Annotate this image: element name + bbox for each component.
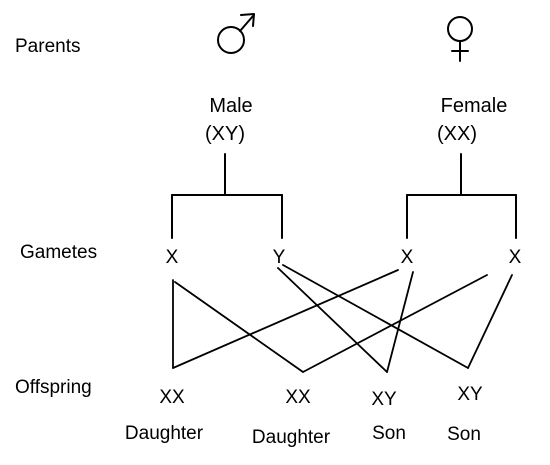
gamete-male-x: X (166, 247, 179, 268)
female-label: Female (441, 95, 508, 117)
cross-line (282, 264, 469, 369)
offspring-genotype-3: XY (371, 389, 397, 410)
offspring-sex-4: Son (447, 424, 481, 445)
offspring-genotype-2: XX (285, 387, 311, 408)
row-label-offspring: Offspring (15, 377, 92, 398)
offspring-sex-2: Daughter (252, 427, 331, 448)
female-genotype: (XX) (437, 123, 477, 145)
cross-line (172, 269, 399, 369)
offspring-sex-1: Daughter (125, 423, 204, 444)
cross-line (467, 274, 513, 369)
cross-line (277, 267, 388, 373)
cross-line (174, 281, 304, 373)
offspring-sex-3: Son (372, 423, 406, 444)
row-label-gametes: Gametes (20, 242, 97, 263)
male-symbol-icon (217, 13, 255, 54)
cross-line (302, 274, 488, 373)
male-bracket (171, 153, 283, 239)
male-genotype: (XY) (205, 123, 245, 145)
gamete-male-y: Y (273, 247, 286, 268)
cross-line (386, 271, 414, 373)
offspring-genotype-4: XY (457, 384, 483, 405)
gamete-female-x-1: X (401, 247, 414, 268)
male-label: Male (209, 95, 252, 117)
female-symbol-icon (447, 16, 473, 62)
female-bracket (406, 153, 517, 239)
offspring-genotype-1: XX (159, 387, 185, 408)
gamete-female-x-2: X (509, 247, 522, 268)
row-label-parents: Parents (15, 36, 80, 57)
cross-lines (172, 264, 513, 373)
